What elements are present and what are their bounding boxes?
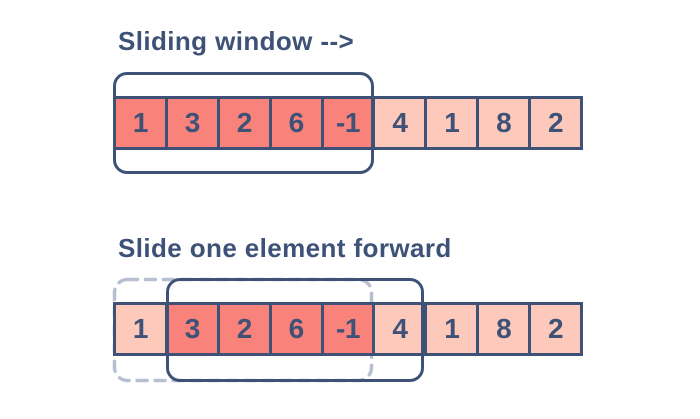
- array-cell: -1: [320, 305, 373, 353]
- array-cell: -1: [320, 99, 373, 147]
- current-window-outline: [113, 72, 374, 174]
- array-cell: 1: [116, 99, 165, 147]
- array-cell: 8: [476, 99, 529, 147]
- array-cell: 6: [268, 99, 321, 147]
- array-cell: 1: [424, 99, 477, 147]
- array-cell: 2: [216, 99, 269, 147]
- array-cell: 2: [216, 305, 269, 353]
- array-cell: 2: [528, 305, 581, 353]
- array-cell: 3: [164, 99, 217, 147]
- section-title-sliding-window: Sliding window -->: [118, 26, 355, 56]
- array-cell: 4: [372, 99, 425, 147]
- array-cell: 8: [476, 305, 529, 353]
- current-window-outline: [166, 278, 424, 382]
- array-cell: 6: [268, 305, 321, 353]
- array-cell: 4: [372, 305, 425, 353]
- array-cell: 1: [424, 305, 477, 353]
- section-title-slide-forward: Slide one element forward: [118, 233, 452, 263]
- array-cell: 1: [116, 305, 165, 353]
- array-cell: 2: [528, 99, 581, 147]
